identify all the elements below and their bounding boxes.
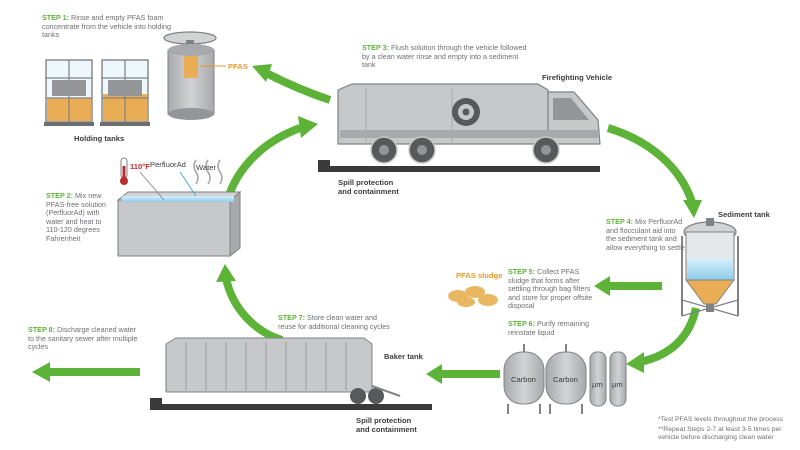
arrow-vehicle-to-sediment <box>606 124 696 204</box>
thermometer-icon <box>120 157 128 185</box>
carbon-label-1: Carbon <box>511 375 536 384</box>
spill-protection-bottom-label: Spill protection and containment <box>356 416 417 434</box>
holding-tanks <box>44 59 150 126</box>
pfas-drum <box>163 31 226 120</box>
arrowhead-4 <box>426 364 442 384</box>
sediment-tank <box>681 218 739 317</box>
step-3-description: STEP 3: Flush solution through the vehic… <box>362 43 527 70</box>
arrowhead-3 <box>626 352 644 373</box>
step-8-description: STEP 8: Discharge cleaned water to the s… <box>28 325 138 352</box>
perfluorad-label: PerfluorAd <box>150 160 186 169</box>
mix-tank-water <box>122 196 234 202</box>
arrow-heads <box>32 64 702 384</box>
sediment-tank-water <box>687 258 733 280</box>
carbon-label-2: Carbon <box>553 375 578 384</box>
arrowhead-6 <box>252 64 272 82</box>
step-6-description: STEP 6: Purify remaining reinstate liqui… <box>508 319 589 337</box>
arrow-baker-to-mixtank <box>222 277 284 344</box>
firefighting-vehicle-label: Firefighting Vehicle <box>542 73 613 82</box>
pfas-sludge-label: PFAS sludge <box>456 271 503 280</box>
step-2-description: STEP 2: Mix new PFAS-free solution (Perf… <box>46 191 106 243</box>
arrowhead-7 <box>594 276 610 296</box>
pfas-label: PFAS <box>228 62 248 71</box>
water-label: Water <box>196 163 216 172</box>
micron-label-1: µm <box>592 380 603 389</box>
note-repeat-steps: **Repeat Steps 2-7 at least 3-5 times pe… <box>658 426 782 442</box>
arrow-sediment-to-filters <box>639 307 700 366</box>
firefighting-vehicle <box>318 83 601 172</box>
arrowhead-2 <box>683 200 702 218</box>
baker-tank-wheel <box>350 388 366 404</box>
temperature-label: 110°F <box>130 162 150 171</box>
spill-protection-top-label: Spill protection and containment <box>338 178 399 196</box>
step-1-description: STEP 1: Rinse and empty PFAS foam concen… <box>42 13 172 40</box>
micron-label-2: µm <box>612 380 623 389</box>
sediment-tank-label: Sediment tank <box>718 210 770 219</box>
cycle-arrows <box>48 70 700 378</box>
baker-tank-label: Baker tank <box>384 352 423 361</box>
note-test-pfas: *Test PFAS levels throughout the process <box>658 416 784 423</box>
arrowhead-8 <box>32 362 50 382</box>
pfas-sludge <box>448 286 498 307</box>
baker-tank-wheel <box>368 388 384 404</box>
arrow-step2-to-vehicle <box>224 124 302 200</box>
step-7-description: STEP 7: Store clean water and reuse for … <box>278 313 390 331</box>
mix-tank <box>116 159 242 258</box>
step-5-description: STEP 5: Collect PFAS sludge that forms a… <box>508 267 593 311</box>
arrowhead-1 <box>298 116 318 138</box>
arrowhead-5 <box>216 264 236 282</box>
carbon-filters <box>503 344 627 414</box>
step-4-description: STEP 4: Mix PerfluorAd and flocculant ai… <box>606 217 685 252</box>
arrow-vehicle-to-holding <box>266 70 332 104</box>
baker-tank <box>150 337 432 410</box>
holding-tanks-label: Holding tanks <box>74 134 125 143</box>
